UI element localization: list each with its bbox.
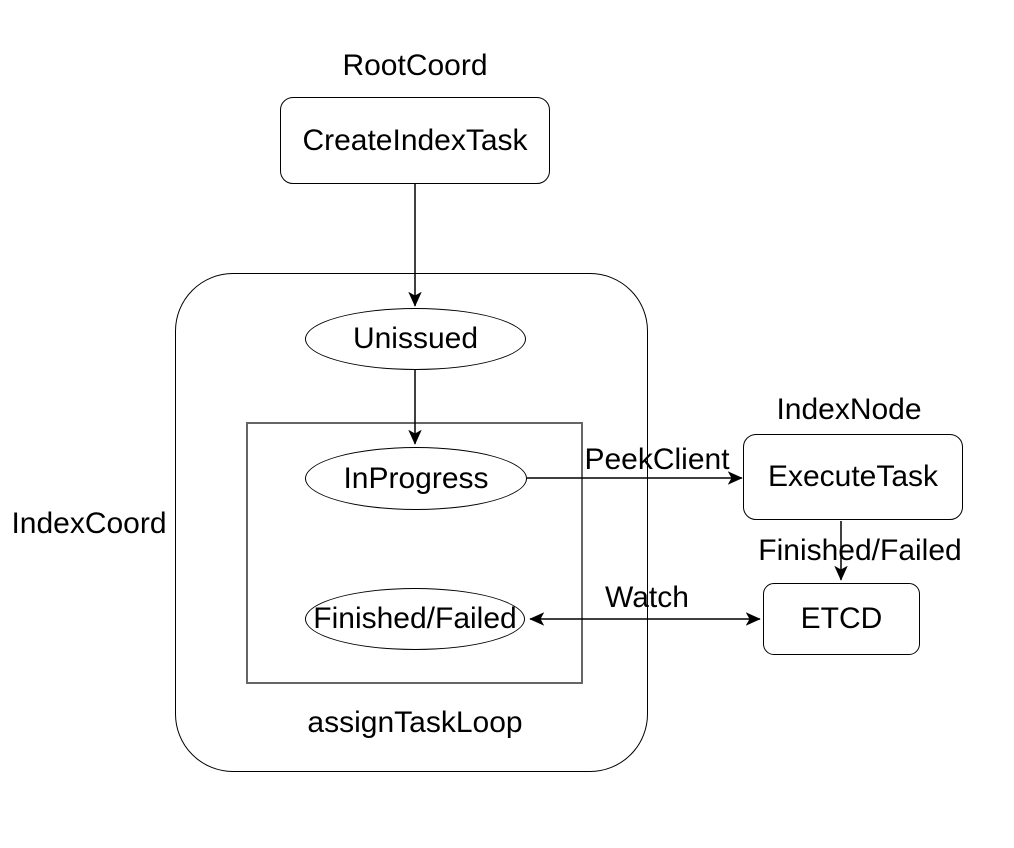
edge-label-watch: Watch (605, 581, 689, 614)
node-unissued: Unissued (305, 308, 526, 370)
node-execute-task-label: ExecuteTask (767, 460, 939, 493)
node-create-index-task-label: CreateIndexTask (302, 123, 528, 157)
edge-label-finished-failed: Finished/Failed (758, 534, 962, 567)
node-etcd: ETCD (763, 583, 920, 655)
node-etcd-label: ETCD (800, 602, 883, 635)
group-label-root-coord: RootCoord (342, 49, 488, 82)
node-unissued-label: Unissued (352, 322, 479, 355)
container-label-index-coord: IndexCoord (11, 507, 167, 540)
node-create-index-task: CreateIndexTask (280, 97, 550, 184)
edge-label-peek-client: PeekClient (584, 443, 730, 476)
node-in-progress: InProgress (305, 447, 527, 510)
node-finished-failed: Finished/Failed (305, 588, 525, 650)
node-execute-task: ExecuteTask (743, 434, 963, 520)
index-coord-container (175, 273, 648, 772)
group-label-index-node: IndexNode (776, 393, 922, 426)
container-label-assign-task-loop: assignTaskLoop (307, 706, 523, 739)
node-in-progress-label: InProgress (343, 461, 489, 495)
node-finished-failed-label: Finished/Failed (313, 602, 517, 635)
